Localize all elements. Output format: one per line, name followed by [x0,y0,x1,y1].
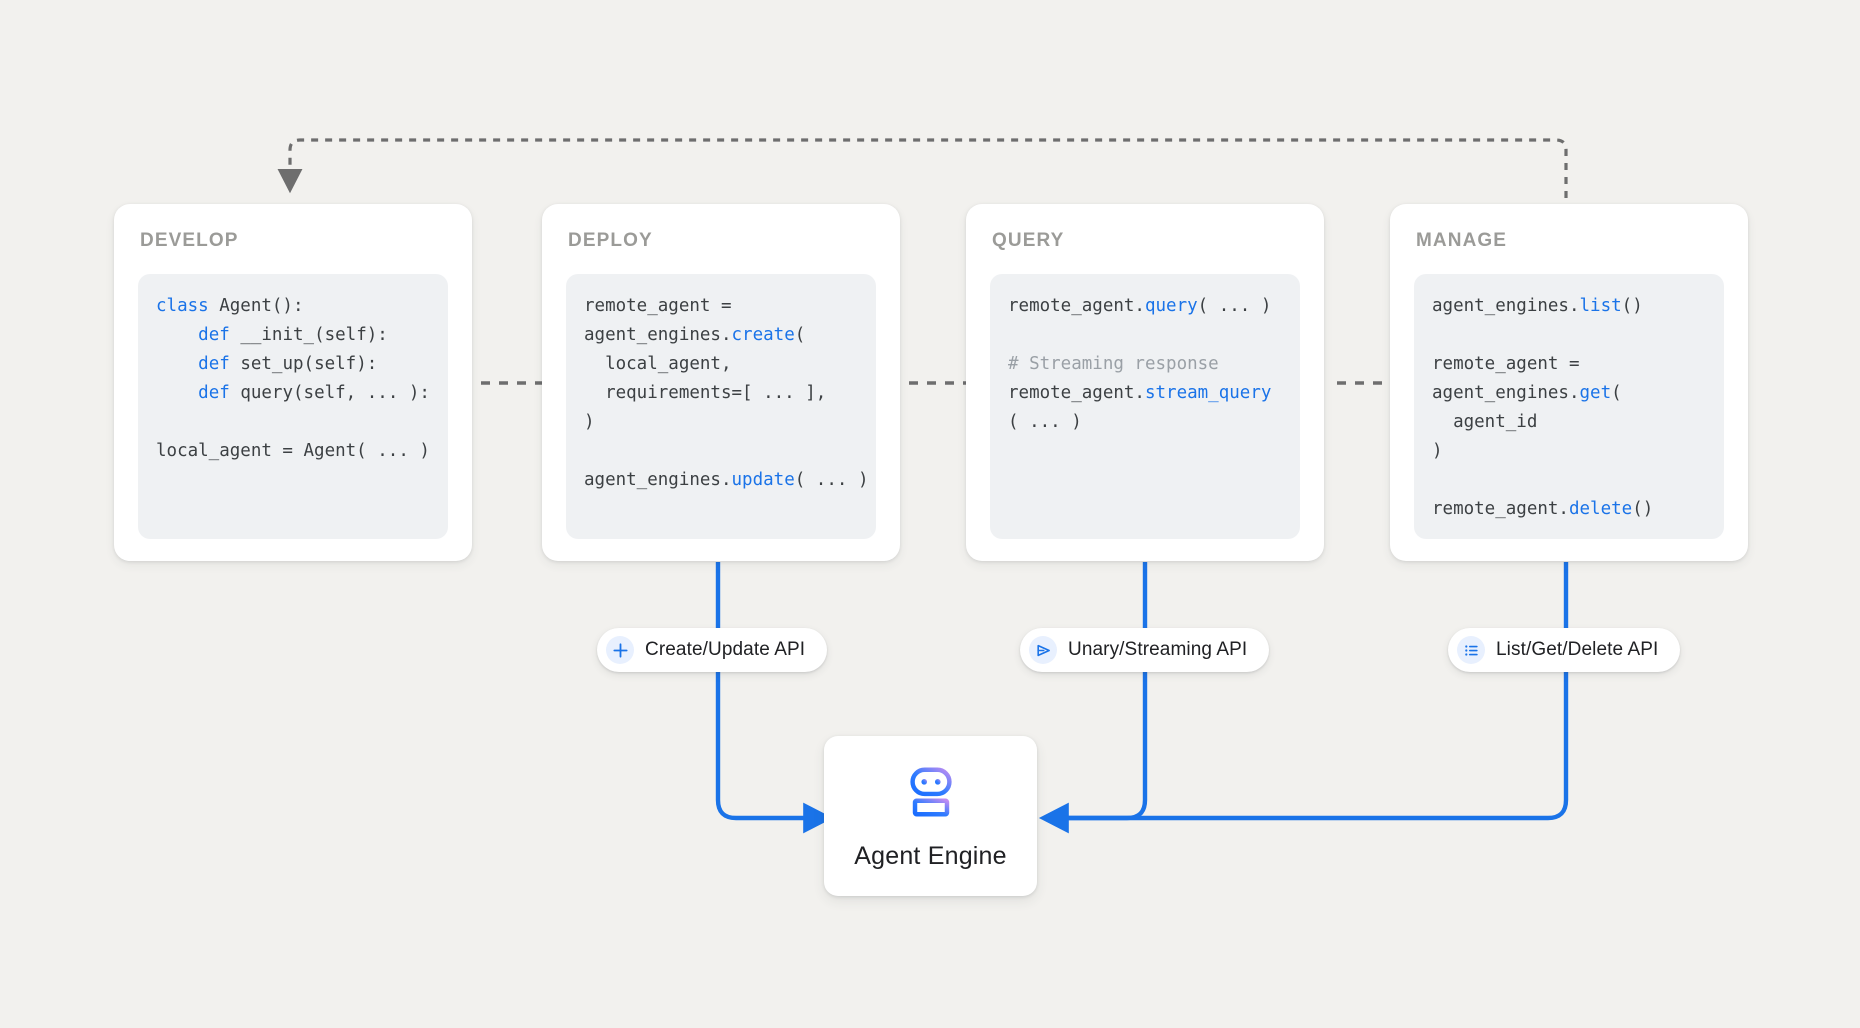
stage-code-query: remote_agent.query( ... ) # Streaming re… [990,274,1300,539]
api-pill-label: Unary/Streaming API [1068,639,1248,660]
api-pill-label: List/Get/Delete API [1496,639,1659,660]
stage-title-develop: DEVELOP [140,230,239,251]
api-pill-label: Create/Update API [645,639,806,660]
api-pill-unary-streaming[interactable]: Unary/Streaming API [1020,628,1270,672]
stage-panel-develop[interactable]: DEVELOP class Agent(): def __init_(self)… [114,204,472,561]
api-pill-create-update[interactable]: Create/Update API [597,628,828,672]
agent-engine-label: Agent Engine [854,842,1007,870]
stage-panel-query[interactable]: QUERY remote_agent.query( ... ) # Stream… [966,204,1324,561]
stage-panel-manage[interactable]: MANAGE agent_engines.list() remote_agent… [1390,204,1748,561]
stage-title-manage: MANAGE [1416,230,1508,251]
send-triangle-icon [1029,636,1057,664]
plus-icon [606,636,634,664]
stage-code-deploy: remote_agent = agent_engines.create( loc… [566,274,876,539]
stage-title-deploy: DEPLOY [568,230,653,251]
robot-icon [900,761,962,828]
wire-deploy-to-engine [715,562,834,834]
stage-code-develop: class Agent(): def __init_(self): def se… [138,274,448,539]
stage-panel-deploy[interactable]: DEPLOY remote_agent = agent_engines.crea… [542,204,900,561]
agent-engine-node[interactable]: Agent Engine [824,736,1037,896]
api-pill-list-get-delete[interactable]: List/Get/Delete API [1448,628,1681,672]
list-icon [1457,636,1485,664]
feedback-loop-arrow [277,138,1568,212]
wire-query-to-engine [1062,562,1148,821]
stage-code-manage: agent_engines.list() remote_agent = agen… [1414,274,1724,539]
stage-title-query: QUERY [992,230,1065,251]
wire-manage-to-engine [1038,562,1569,834]
